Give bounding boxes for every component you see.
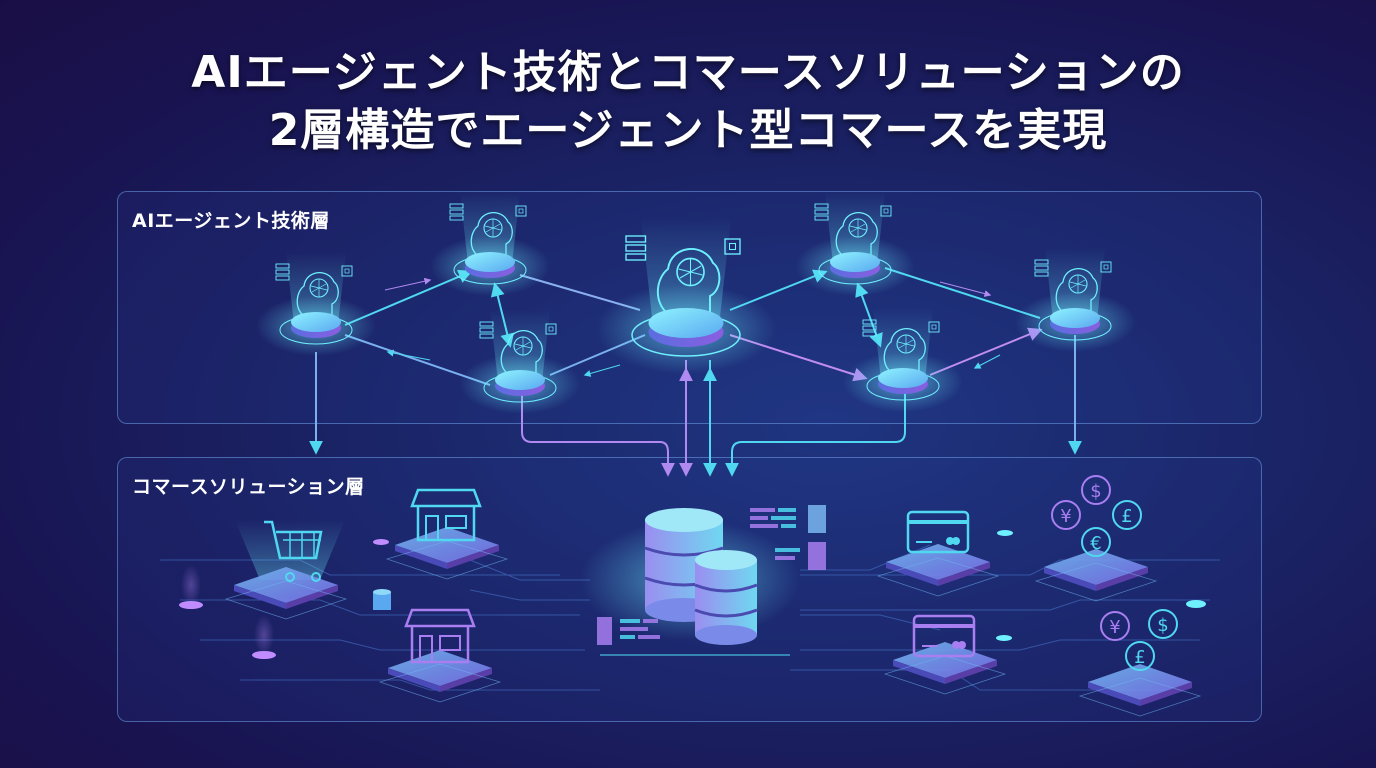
title-line-2: 2層構造でエージェント型コマースを実現: [268, 105, 1108, 156]
agent-node-4: [794, 191, 916, 297]
glow-pillars: [179, 530, 1206, 659]
database-icon: [580, 505, 826, 656]
svg-text:¥: ¥: [1109, 617, 1120, 638]
small-database-icon: [373, 589, 391, 610]
ai-agent-layer-label: AIエージェント技術層: [132, 210, 330, 232]
agent-node-5: [842, 307, 964, 413]
currency-cluster-1: $ ¥ £ €: [1035, 475, 1157, 602]
page-title: AIエージェント技術とコマースソリューションの 2層構造でエージェント型コマース…: [0, 44, 1376, 160]
agent-node-2: [429, 191, 551, 297]
store-tile-purple: [379, 608, 501, 703]
store-tile-cyan: [386, 488, 508, 580]
layer-connectors: [309, 335, 1082, 477]
agent-node-hub: [595, 217, 777, 375]
svg-text:£: £: [1121, 506, 1132, 527]
agent-node-1: [255, 251, 377, 357]
credit-card-tile-cyan: [877, 510, 999, 597]
title-line-1: AIエージェント技術とコマースソリューションの: [191, 47, 1185, 98]
shopping-cart-tile: [225, 520, 347, 620]
svg-text:$: $: [1157, 615, 1168, 636]
agent-node-6: [1014, 247, 1136, 353]
svg-text:€: €: [1090, 533, 1101, 554]
svg-text:¥: ¥: [1060, 506, 1071, 527]
commerce-layer-label: コマースソリューション層: [132, 476, 365, 498]
currency-cluster-2: ¥ $ £: [1079, 609, 1201, 717]
agent-node-3: [459, 309, 581, 415]
credit-card-tile-purple: [884, 614, 1006, 695]
svg-text:$: $: [1090, 481, 1101, 502]
svg-text:£: £: [1134, 647, 1145, 668]
